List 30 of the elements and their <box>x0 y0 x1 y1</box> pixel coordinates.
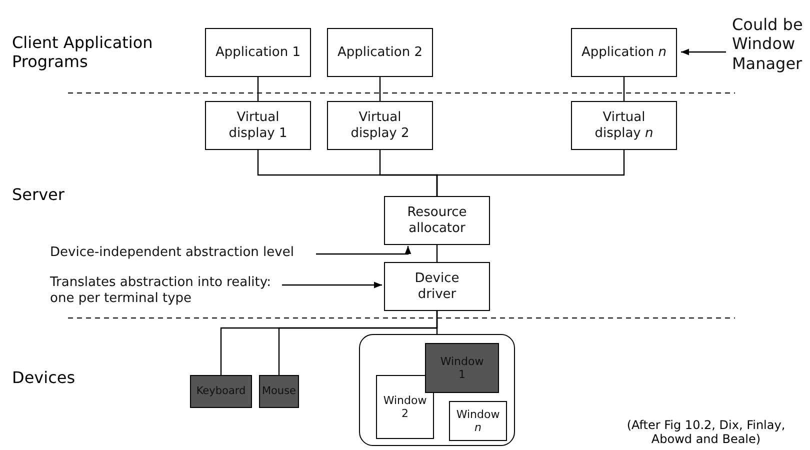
section-label: Server <box>12 185 66 204</box>
connector-line <box>436 311 438 334</box>
annotation-text: Could be Window Manager <box>732 10 810 78</box>
arrow <box>316 246 412 255</box>
section-label: Client Application Programs <box>12 33 154 72</box>
arrow <box>282 282 382 288</box>
process-box: Application 1 <box>205 28 311 77</box>
connector-line <box>379 77 381 101</box>
section-label: Devices <box>12 368 76 388</box>
device-box: Window 1 <box>425 343 499 393</box>
display-frame <box>359 334 515 446</box>
process-box: Virtual display n <box>571 101 677 150</box>
annotation-text: Device-independent abstraction level <box>50 243 320 263</box>
process-box: Device driver <box>384 262 490 311</box>
arrow <box>681 48 726 56</box>
connector-line <box>436 150 625 196</box>
annotation-text: Translates abstraction into reality: one per terminal type <box>50 273 290 309</box>
connector-line <box>623 77 625 101</box>
process-box: Virtual display 2 <box>327 101 433 150</box>
process-box: Virtual display 1 <box>205 101 311 150</box>
device-box: Mouse <box>259 375 299 408</box>
process-box: Application n <box>571 28 677 77</box>
window-box: Window n <box>449 401 507 441</box>
connector-line <box>257 77 259 101</box>
window-box: Window 2 <box>376 375 434 439</box>
process-box: Resource allocator <box>384 196 490 245</box>
process-box: Application 2 <box>327 28 433 77</box>
connector-line <box>436 245 438 262</box>
caption: (After Fig 10.2, Dix, Finlay, Abowd and Beale) <box>626 418 786 447</box>
device-box: Keyboard <box>190 375 252 408</box>
